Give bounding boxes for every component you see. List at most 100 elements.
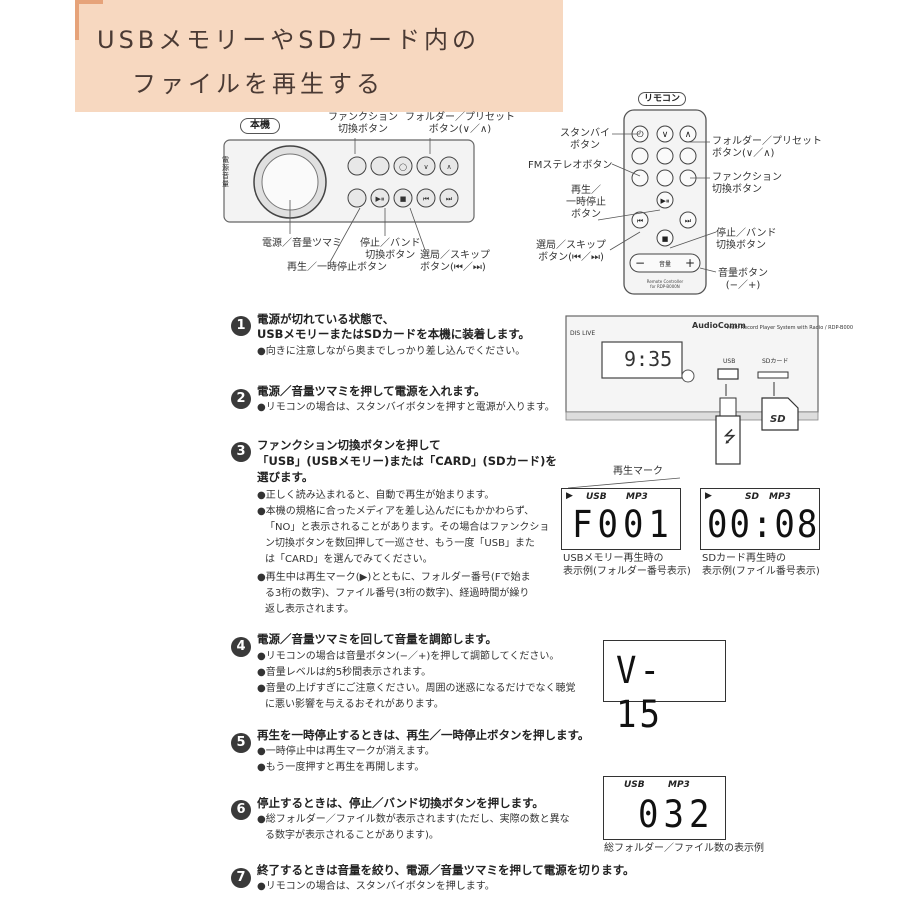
usb-display-value: F001: [572, 503, 674, 547]
play-mark-icon: ▶: [566, 491, 573, 501]
device-display-time: 9:35: [624, 347, 673, 371]
device-tiny-left: DIS LIVE: [570, 330, 596, 337]
sd-play-display: ▶ SD MP3 00:08: [700, 488, 820, 550]
total-display-media: USB: [624, 780, 645, 790]
page-title-line2: ファイルを再生する: [132, 70, 384, 98]
label-tuning-skip: 選局／スキップ ボタン(⏮／⏭): [420, 250, 490, 273]
svg-text:■: ■: [400, 195, 407, 203]
usb-display-media: USB: [586, 492, 607, 502]
play-mark-icon-sd: ▶: [705, 491, 712, 501]
step-6-title: 停止するときは、停止／バンド切換ボタンを押します。: [257, 796, 544, 810]
step-1-number: 1: [231, 316, 251, 336]
step-3-bullet-1: ●正しく読み込まれると、自動で再生が始まります。: [257, 490, 495, 501]
page-title-line1: USBメモリーやSDカード内の: [97, 26, 480, 54]
step-3-title-line2: 「USB」(USBメモリー)または「CARD」(SDカード)を: [257, 454, 557, 468]
label-play-pause: 再生／一時停止ボタン: [287, 262, 387, 273]
step-6-number: 6: [231, 800, 251, 820]
svg-text:▶⏸: ▶⏸: [661, 197, 670, 205]
svg-text:−: −: [635, 256, 645, 270]
step-6-bullet-1b: る数字が表示されることがあります)。: [265, 830, 439, 841]
sd-display-media: SD: [745, 492, 759, 502]
unit-tag: 本機: [240, 118, 280, 134]
usb-display-caption-1: USBメモリー再生時の: [563, 553, 664, 564]
step-3-number: 3: [231, 442, 251, 462]
play-mark-label: 再生マーク: [613, 466, 663, 477]
step-3-bullet-3: ●再生中は再生マーク(▶)とともに、フォルダー番号(Fで始ま: [257, 572, 531, 583]
svg-text:⏻: ⏻: [636, 129, 643, 140]
step-2-bullet: ●リモコンの場合は、スタンバイボタンを押すと電源が入ります。: [257, 402, 555, 413]
total-display-format: MP3: [668, 780, 690, 790]
play-mark-leader: [567, 477, 681, 489]
remote-tag: リモコン: [638, 92, 686, 106]
svg-text:■: ■: [662, 235, 669, 243]
usb-display-caption-2: 表示例(フォルダー番号表示): [563, 566, 691, 577]
step-1-title-line1: 電源が切れている状態で、: [257, 312, 395, 326]
step-6-bullet-1: ●総フォルダー／ファイル数が表示されます(ただし、実際の数と異な: [257, 814, 570, 825]
sd-display-caption-1: SDカード再生時の: [702, 553, 787, 564]
step-4-bullet-2: ●音量レベルは約5秒間表示されます。: [257, 667, 432, 678]
unit-panel-illustration: ◯∨∧ ▶⏸■⏮⏭: [223, 139, 475, 223]
svg-text:∨: ∨: [662, 130, 669, 140]
svg-text:音量: 音量: [659, 260, 671, 268]
svg-text:for RDP-B000N: for RDP-B000N: [650, 284, 680, 289]
svg-text:▶⏸: ▶⏸: [376, 195, 385, 203]
step-1-bullet: ●向きに注意しながら奥までしっかり差し込んでください。: [257, 346, 526, 357]
total-display-value: 032: [638, 793, 715, 837]
step-3-bullet-2d: は「CARD」を選んでみてください。: [265, 554, 433, 565]
device-brand: AudioComm: [692, 321, 746, 330]
step-3-bullet-2: ●本機の規格に合ったメディアを差し込んだにもかかわらず、: [257, 506, 535, 517]
remote-label-fm-stereo: FMステレオボタン: [528, 160, 613, 171]
total-display-caption: 総フォルダー／ファイル数の表示例: [604, 843, 764, 854]
step-3-title-line1: ファンクション切換ボタンを押して: [257, 438, 441, 452]
title-banner: [75, 0, 563, 112]
device-port-usb: USB: [723, 358, 736, 365]
volume-display-value: V- 15: [616, 649, 663, 737]
remote-leader-lines: [597, 133, 717, 273]
step-2-number: 2: [231, 389, 251, 409]
step-3-bullet-3c: 返し表示されます。: [265, 604, 354, 615]
step-2-title: 電源／音量ツマミを押して電源を入れます。: [257, 384, 486, 398]
device-model: Multi Record Player System with Radio / …: [727, 325, 853, 331]
step-7-bullet: ●リモコンの場合は、スタンバイボタンを押します。: [257, 881, 495, 892]
svg-text:⏮: ⏮: [637, 217, 643, 225]
unit-leader-lines: [289, 138, 431, 263]
step-5-bullet-1: ●一時停止中は再生マークが消えます。: [257, 746, 435, 757]
svg-text:∧: ∧: [446, 163, 451, 171]
step-3-bullet-3b: る3桁の数字)、ファイル番号(3桁の数字)、経過時間が繰り: [265, 588, 530, 599]
sd-display-caption-2: 表示例(ファイル番号表示): [702, 566, 820, 577]
remote-label-function: ファンクション 切換ボタン: [712, 172, 782, 195]
svg-text:⏭: ⏭: [685, 217, 692, 225]
step-4-number: 4: [231, 637, 251, 657]
step-3-title-line3: 選びます。: [257, 470, 314, 484]
label-power-volume: 電源／音量ツマミ: [262, 238, 342, 249]
step-4-bullet-1: ●リモコンの場合は音量ボタン(−／+)を押して調節してください。: [257, 651, 560, 662]
step-3-bullet-2b: 「NO」と表示されることがあります。その場合はファンクショ: [265, 522, 550, 533]
svg-text:⏮: ⏮: [423, 195, 429, 203]
svg-text:Remote Controller: Remote Controller: [647, 279, 684, 284]
step-4-bullet-3: ●音量の上げすぎにご注意ください。周囲の迷惑になるだけでなく聴覚: [257, 683, 576, 694]
banner-accent: [75, 0, 79, 40]
step-5-title: 再生を一時停止するときは、再生／一時停止ボタンを押します。: [257, 728, 590, 742]
unit-side-label: 電源 音量: [222, 156, 229, 188]
step-4-bullet-3b: に悪い影響を与えるおそれがあります。: [265, 699, 444, 710]
svg-text:∧: ∧: [685, 130, 692, 140]
total-count-display: USB MP3 032: [603, 776, 726, 840]
step-1-title-line2: USBメモリーまたはSDカードを本機に装着します。: [257, 327, 531, 341]
usb-display-format: MP3: [626, 492, 648, 502]
sd-display-format: MP3: [769, 492, 791, 502]
remote-label-stop-band: 停止／バンド 切換ボタン: [716, 228, 777, 251]
remote-label-standby: スタンバイ ボタン: [560, 128, 610, 151]
label-function-button: ファンクション 切換ボタン: [328, 112, 398, 135]
banner-accent-top: [75, 0, 103, 4]
remote-label-volume: 音量ボタン (−／+): [718, 268, 768, 291]
sd-card-label: SD: [770, 414, 786, 425]
step-4-title: 電源／音量ツマミを回して音量を調節します。: [257, 632, 498, 646]
remote-label-tuning-skip: 選局／スキップ ボタン(⏮／⏭): [536, 240, 606, 263]
label-folder-preset: フォルダー／プリセット ボタン(∨／∧): [405, 112, 515, 135]
step-7-number: 7: [231, 868, 251, 888]
remote-label-play-pause: 再生／ 一時停止 ボタン: [566, 185, 606, 220]
svg-text:+: +: [685, 256, 695, 270]
step-5-number: 5: [231, 733, 251, 753]
device-front-illustration: [565, 315, 819, 465]
